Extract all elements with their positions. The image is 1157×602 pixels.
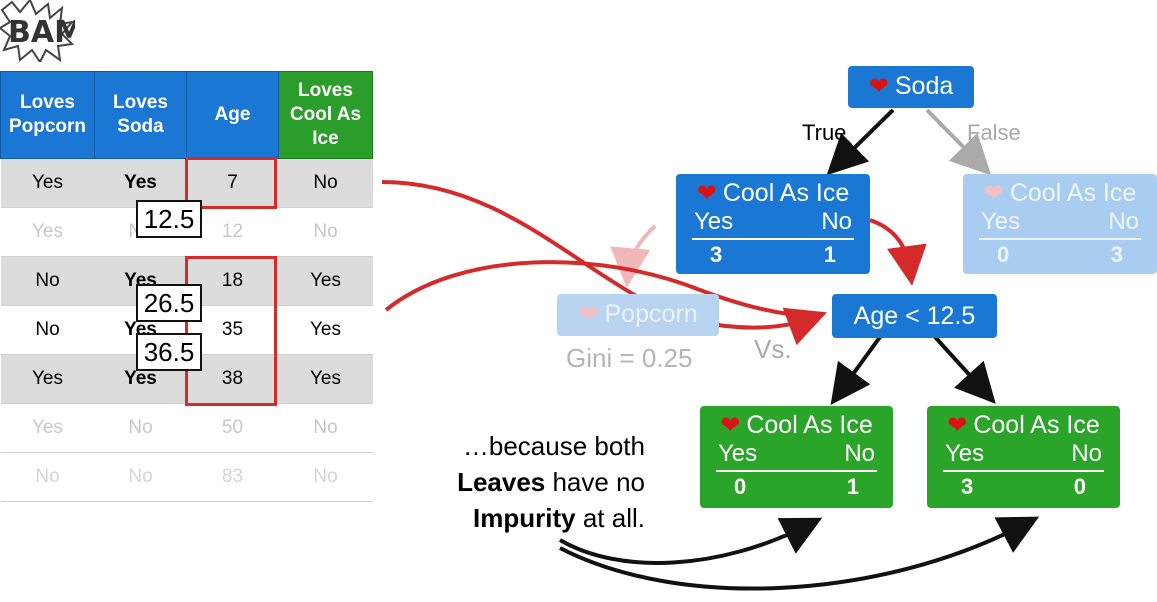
vs-label: Vs. — [754, 334, 792, 364]
node-title: Cool As Ice — [973, 411, 1100, 439]
cell: No — [278, 452, 373, 502]
table-row: Yes No 50 No — [0, 403, 373, 453]
bam-logo: BAM! — [0, 0, 75, 62]
cell: Yes — [278, 354, 373, 404]
divider — [943, 470, 1104, 472]
caption-arrow-right — [559, 516, 1040, 591]
cell: 83 — [186, 452, 279, 502]
age-left-arrow — [830, 335, 882, 405]
no-count: 1 — [846, 474, 859, 499]
caption-line-1: …because both — [462, 431, 645, 461]
red-curve-bottom — [384, 260, 813, 318]
cell: Yes — [0, 403, 95, 453]
cell: No — [0, 452, 95, 502]
caption-line-3-rest: at all. — [575, 503, 645, 533]
cell: No — [94, 452, 187, 502]
threshold-label-12-5: 12.5 — [136, 200, 202, 238]
yes-count: 3 — [961, 474, 974, 499]
header-loves-popcorn: Loves Popcorn — [0, 71, 95, 159]
cell: No — [0, 256, 95, 306]
divider — [716, 470, 877, 472]
caption-text: …because both Leaves have no Impurity at… — [400, 428, 645, 536]
heart-icon: ❤ — [696, 180, 717, 207]
node-title: Cool As Ice — [722, 179, 850, 207]
table-row: Yes Yes 7 No — [0, 158, 373, 208]
caption-line-2-rest: have no — [545, 467, 645, 497]
no-count: 3 — [1110, 242, 1123, 267]
yes-label: Yes — [718, 440, 758, 467]
no-label: No — [1108, 208, 1139, 235]
svg-text:BAM!: BAM! — [8, 15, 75, 50]
heart-icon: ❤ — [983, 180, 1004, 207]
popcorn-node: ❤Popcorn — [557, 294, 719, 336]
root-node-soda: ❤Soda — [848, 66, 974, 108]
caption-impurity: Impurity — [473, 503, 576, 533]
leaf-right-cool-as-ice: ❤Cool As Ice Yes No 3 0 — [927, 406, 1120, 508]
no-label: No — [821, 208, 852, 235]
caption-line-2: Leaves have no — [400, 464, 645, 500]
node-title: Cool As Ice — [746, 411, 873, 439]
cell: 50 — [186, 403, 279, 453]
no-label: No — [1071, 440, 1102, 467]
threshold-label-36-5: 36.5 — [136, 333, 202, 371]
age-highlight-box-top — [185, 157, 277, 209]
heart-icon: ❤ — [578, 301, 599, 328]
gini-label: Gini = 0.25 — [566, 343, 693, 373]
leaf-left-cool-as-ice: ❤Cool As Ice Yes No 0 1 — [700, 406, 893, 508]
yes-label: Yes — [981, 208, 1021, 235]
cell: Yes — [0, 207, 95, 257]
yes-label: Yes — [694, 208, 734, 235]
no-count: 1 — [823, 242, 836, 267]
heart-icon: ❤ — [947, 412, 968, 439]
no-label: No — [844, 440, 875, 467]
caption-line-3: Impurity at all. — [400, 500, 645, 536]
node-title: Age < 12.5 — [853, 302, 976, 330]
header-loves-cool-as-ice: Loves Cool As Ice — [278, 71, 373, 159]
age-right-arrow — [933, 335, 996, 404]
right-node-cool-as-ice: ❤Cool As Ice Yes No 0 3 — [963, 174, 1157, 274]
cell: No — [0, 305, 95, 355]
false-branch-arrow — [925, 108, 992, 176]
age-node: Age < 12.5 — [832, 294, 997, 338]
divider — [979, 238, 1141, 240]
cell: Yes — [278, 305, 373, 355]
age-branch-arrow — [869, 218, 927, 286]
threshold-label-26-5: 26.5 — [136, 284, 202, 322]
left-node-cool-as-ice: ❤Cool As Ice Yes No 3 1 — [676, 174, 870, 274]
yes-count: 3 — [710, 242, 723, 267]
false-label: False — [967, 120, 1021, 145]
caption-arrow-left — [558, 517, 823, 565]
yes-count: 0 — [997, 242, 1010, 267]
true-label: True — [802, 120, 847, 145]
node-title: Popcorn — [604, 300, 698, 328]
header-loves-soda: Loves Soda — [94, 71, 187, 159]
node-title: Cool As Ice — [1009, 179, 1137, 207]
caption-leaves: Leaves — [457, 467, 546, 497]
cell: 7 — [186, 158, 279, 208]
age-highlight-box-bottom — [185, 256, 277, 406]
cell: No — [278, 158, 373, 208]
node-title: Soda — [894, 72, 954, 100]
true-branch-arrow — [826, 108, 895, 176]
heart-icon: ❤ — [720, 412, 741, 439]
cell: No — [278, 403, 373, 453]
table-row: No No 83 No — [0, 452, 373, 502]
cell: Yes — [278, 256, 373, 306]
heart-icon: ❤ — [868, 73, 889, 100]
cell: No — [94, 403, 187, 453]
cell: Yes — [0, 158, 95, 208]
popcorn-branch-arrow — [610, 224, 657, 288]
divider — [692, 238, 854, 240]
cell: Yes — [0, 354, 95, 404]
cell: No — [278, 207, 373, 257]
yes-label: Yes — [945, 440, 985, 467]
cell: Yes — [94, 158, 187, 208]
no-count: 0 — [1073, 474, 1086, 499]
yes-count: 0 — [734, 474, 747, 499]
